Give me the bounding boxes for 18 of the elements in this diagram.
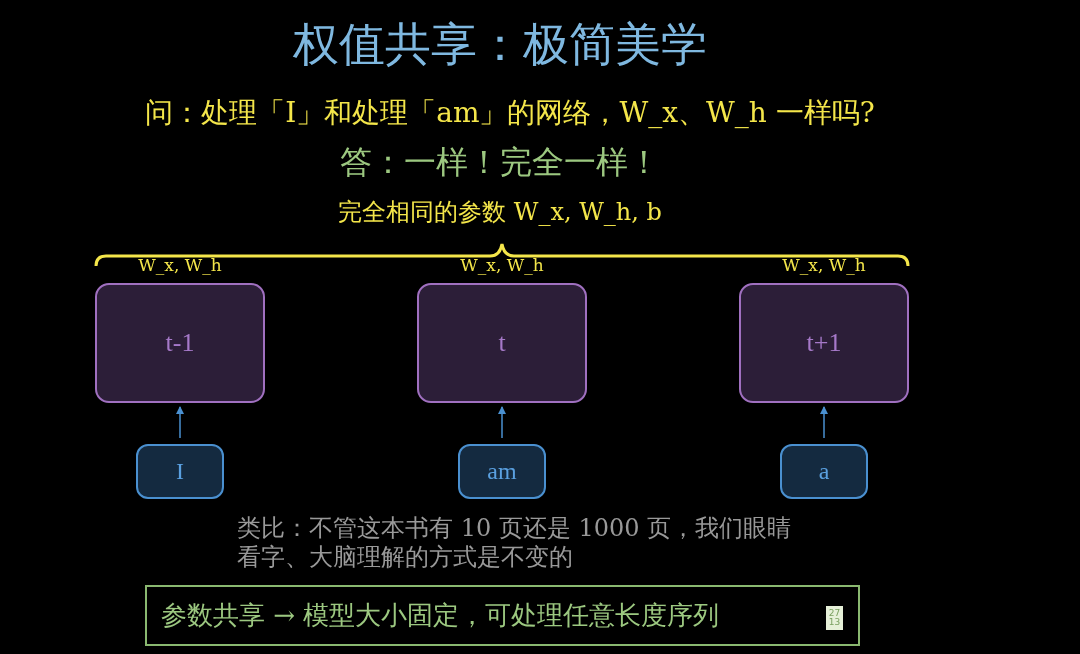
input-token-box: a <box>780 444 868 499</box>
time-step-box: t+1 <box>739 283 909 403</box>
arrow <box>176 406 184 439</box>
title: 权值共享：极简美学 <box>292 16 708 73</box>
weight-label: W_x, W_h <box>459 255 545 276</box>
input-token-box: I <box>136 444 224 499</box>
time-step-box: t-1 <box>95 283 265 403</box>
time-step-box: t <box>417 283 587 403</box>
page-number-badge: 27 13 <box>826 606 843 630</box>
arrow <box>498 406 506 439</box>
weight-label: W_x, W_h <box>781 255 867 276</box>
analogy-text: 类比：不管这本书有 10 页还是 1000 页，我们眼睛看字、大脑理解的方式是不变的 <box>237 514 793 572</box>
answer-text: 答：一样！完全一样！ <box>339 143 661 182</box>
shared-parameters-text: 完全相同的参数 W_x, W_h, b <box>337 198 663 227</box>
arrow <box>820 406 828 439</box>
input-token-box: am <box>458 444 546 499</box>
question-text: 问：处理「I」和处理「am」的网络，W_x、W_h 一样吗? <box>144 96 876 130</box>
weight-label: W_x, W_h <box>137 255 223 276</box>
